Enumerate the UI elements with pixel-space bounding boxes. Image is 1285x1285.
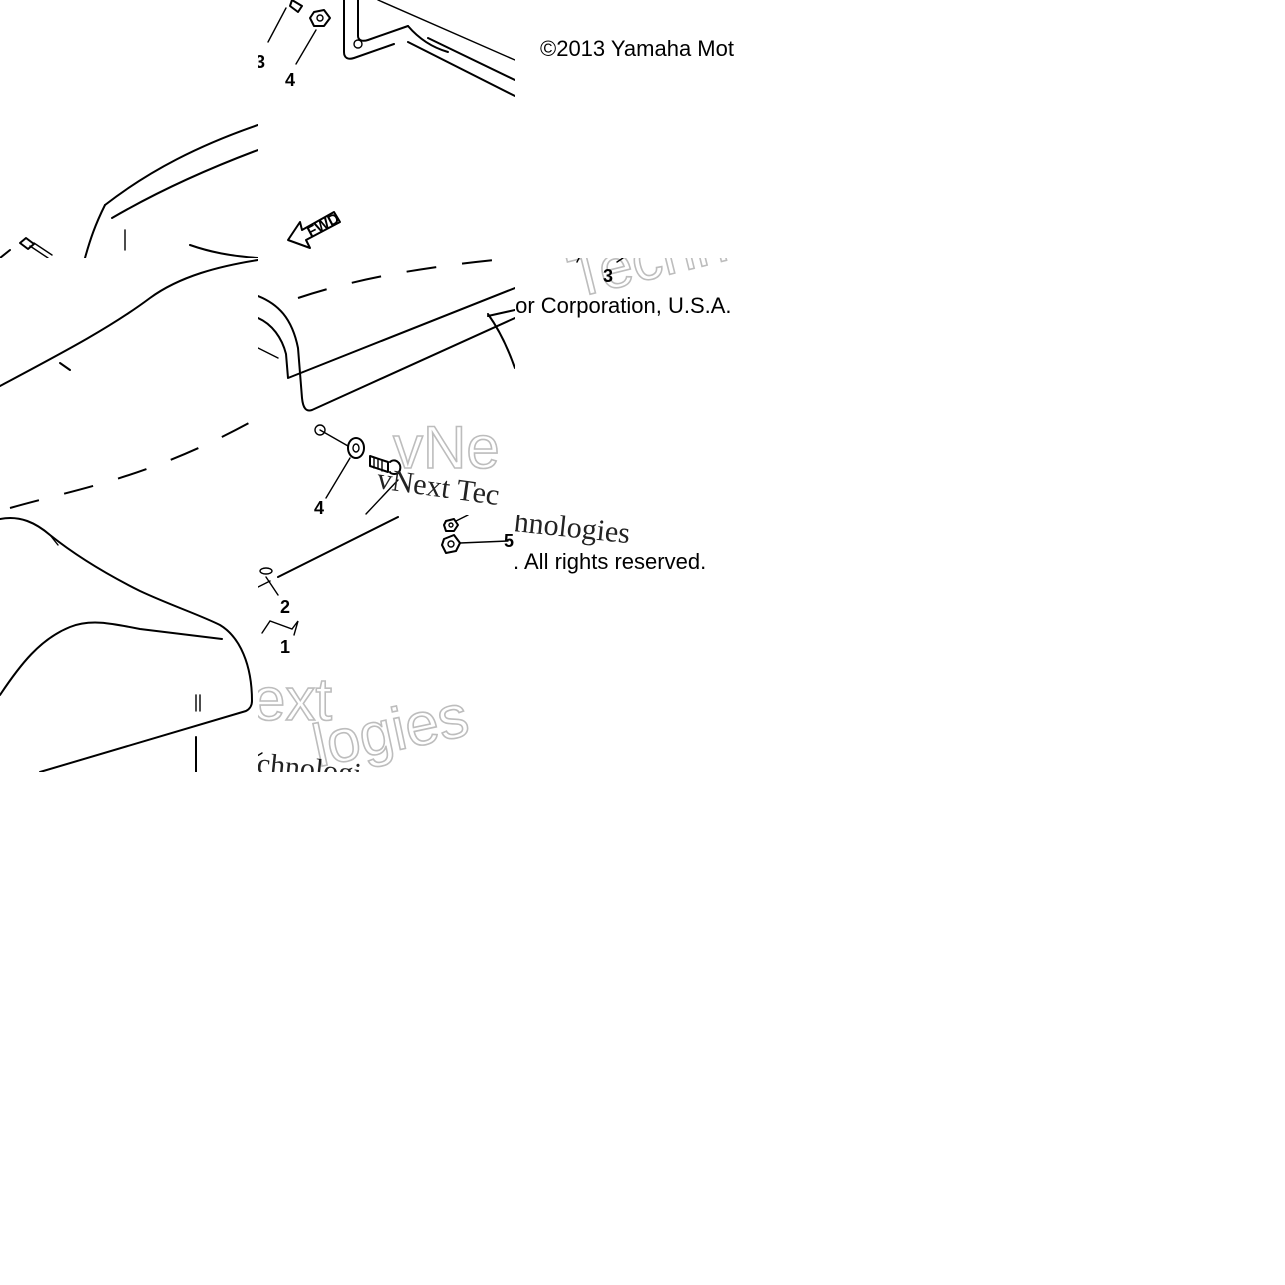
callout-5: 5 [504,531,514,551]
diagram-tile-bottom-left [0,515,258,772]
diagram-tile-middle-right: Techno 3 tor Corporation, U.S.A. [515,258,772,515]
callout-2: 2 [280,597,290,617]
callout-3-mid: 3 [603,266,613,286]
callout-3-top: 3 [258,52,265,72]
fwd-arrow: FWD [287,210,343,249]
diagram-tile-middle-left [0,258,258,515]
watermark-serif-line2: hnologies [515,515,632,550]
bolt-icon [369,455,402,475]
nut-icon [443,518,459,532]
diagram-tile-bottom-right: hnologies . All rights reserved. [515,515,772,605]
copyright-block-bottom: hnologies . All rights reserved. [515,515,706,574]
bolt-icon [289,0,303,13]
callout-1: 1 [280,637,290,657]
nut-icon [441,534,461,554]
diagram-tile-bottom-middle: 2 1 ext logies 6 chnologi 5 [258,515,515,772]
copyright-block-mid: Techno 3 tor Corporation, U.S.A. [515,258,767,318]
diagram-tile-top-middle: 3 4 FWD [258,0,515,258]
copyright-line-bottom: . All rights reserved. [515,549,706,574]
seat-body-outline [0,259,258,509]
seat-mount-outline: 2 1 ext logies 6 chnologi 5 [258,515,514,772]
seat-cushion-outline [0,517,253,772]
diagram-tile-center: 4 vNe vNext Tec [258,258,515,515]
clip-icon [258,567,273,588]
copyright-block-top: ©2013 Yamaha Mot [540,36,734,61]
seat-bracket-outline: 3 4 FWD [258,0,515,249]
copyright-line-top: ©2013 Yamaha Mot [540,36,734,61]
seat-front-outline [0,124,258,258]
copyright-line-mid: tor Corporation, U.S.A. [515,293,732,318]
seat-rear-outline: 4 vNe vNext Tec [258,258,515,515]
callout-4-top: 4 [285,70,295,90]
nut-icon [309,9,331,27]
diagram-tile-top-left [0,0,258,258]
bolt-icon [19,237,53,258]
watermark-outline-bottom-line1: ext [258,666,332,733]
diagram-tile-top-right: ©2013 Yamaha Mot [515,0,772,258]
watermark-outline-mid: vNe [393,414,500,481]
fwd-label: FWD [304,210,342,241]
callout-4-mid: 4 [314,498,324,515]
washer-icon [347,437,365,459]
